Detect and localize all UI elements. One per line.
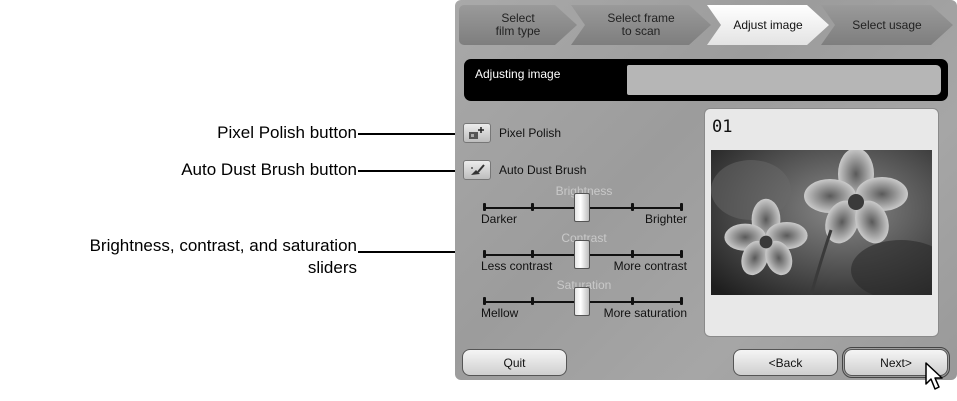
status-label: Adjusting image — [475, 67, 561, 81]
pixel-polish-button[interactable] — [463, 123, 491, 143]
pixel-polish-icon — [469, 127, 484, 139]
progress-field — [627, 65, 941, 95]
pixel-polish-label: Pixel Polish — [499, 126, 562, 140]
slider-tick — [531, 203, 534, 211]
next-button[interactable]: Next> — [842, 347, 950, 378]
pixel-polish-control: Pixel Polish — [463, 122, 561, 144]
callout-sliders-line2: sliders — [307, 258, 357, 277]
callout-sliders-line1: Brightness, contrast, and saturation — [89, 236, 357, 255]
step-label: Select frame to scan — [607, 11, 675, 38]
saturation-min-label: Mellow — [481, 306, 519, 320]
auto-dust-control: Auto Dust Brush — [463, 159, 586, 181]
step-select-film-type[interactable]: Select film type — [459, 5, 577, 45]
slider-tick — [680, 203, 683, 211]
step-label: Adjust image — [733, 17, 803, 32]
contrast-slider: Contrast Less contrast More contrast — [481, 231, 687, 279]
leader-line-pixel-polish — [358, 133, 462, 135]
slider-tick — [631, 297, 634, 305]
brightness-slider: Brightness Darker Brighter — [481, 184, 687, 232]
brightness-min-label: Darker — [481, 212, 518, 226]
contrast-min-label: Less contrast — [481, 259, 553, 273]
callout-sliders: Brightness, contrast, and saturation sli… — [0, 235, 357, 279]
quit-button[interactable]: Quit — [462, 349, 567, 376]
back-label: <Back — [768, 355, 803, 370]
slider-tick — [531, 250, 534, 258]
callout-auto-dust: Auto Dust Brush button — [181, 160, 357, 179]
step-label: Select usage — [852, 17, 922, 32]
slider-tick — [531, 297, 534, 305]
step-adjust-image[interactable]: Adjust image — [707, 5, 829, 45]
quit-label: Quit — [503, 355, 526, 370]
slider-tick — [631, 203, 634, 211]
contrast-max-label: More contrast — [613, 259, 687, 273]
step-select-frame[interactable]: Select frame to scan — [571, 5, 711, 45]
brightness-max-label: Brighter — [644, 212, 687, 226]
slider-tick — [483, 297, 486, 305]
slider-tick — [483, 203, 486, 211]
status-bar: Adjusting image — [464, 59, 948, 101]
mouse-cursor-icon — [925, 362, 943, 390]
saturation-thumb[interactable] — [574, 287, 590, 316]
slider-tick — [483, 250, 486, 258]
contrast-title: Contrast — [561, 231, 607, 245]
back-button[interactable]: <Back — [733, 349, 838, 376]
brightness-thumb[interactable] — [574, 193, 590, 222]
step-select-usage[interactable]: Select usage — [821, 5, 953, 45]
leader-line-sliders — [358, 251, 464, 253]
scanner-wizard-window: Select film type Select frame to scan Ad… — [455, 0, 957, 380]
leader-line-auto-dust — [358, 170, 462, 172]
saturation-max-label: More saturation — [603, 306, 687, 320]
dust-brush-icon — [471, 164, 485, 175]
preview-panel: 01 — [704, 108, 939, 337]
step-label: Select film type — [495, 11, 541, 38]
next-label: Next> — [880, 355, 912, 370]
slider-tick — [680, 250, 683, 258]
contrast-thumb[interactable] — [574, 240, 590, 269]
callout-pixel-polish: Pixel Polish button — [217, 123, 357, 142]
frame-number: 01 — [712, 117, 733, 137]
auto-dust-button[interactable] — [463, 160, 491, 180]
orchid-photo — [711, 150, 932, 295]
saturation-slider: Saturation Mellow More saturation — [481, 278, 687, 326]
slider-tick — [631, 250, 634, 258]
brightness-title: Brightness — [555, 184, 613, 198]
slider-tick — [680, 297, 683, 305]
saturation-title: Saturation — [556, 278, 612, 292]
auto-dust-label: Auto Dust Brush — [499, 163, 587, 177]
